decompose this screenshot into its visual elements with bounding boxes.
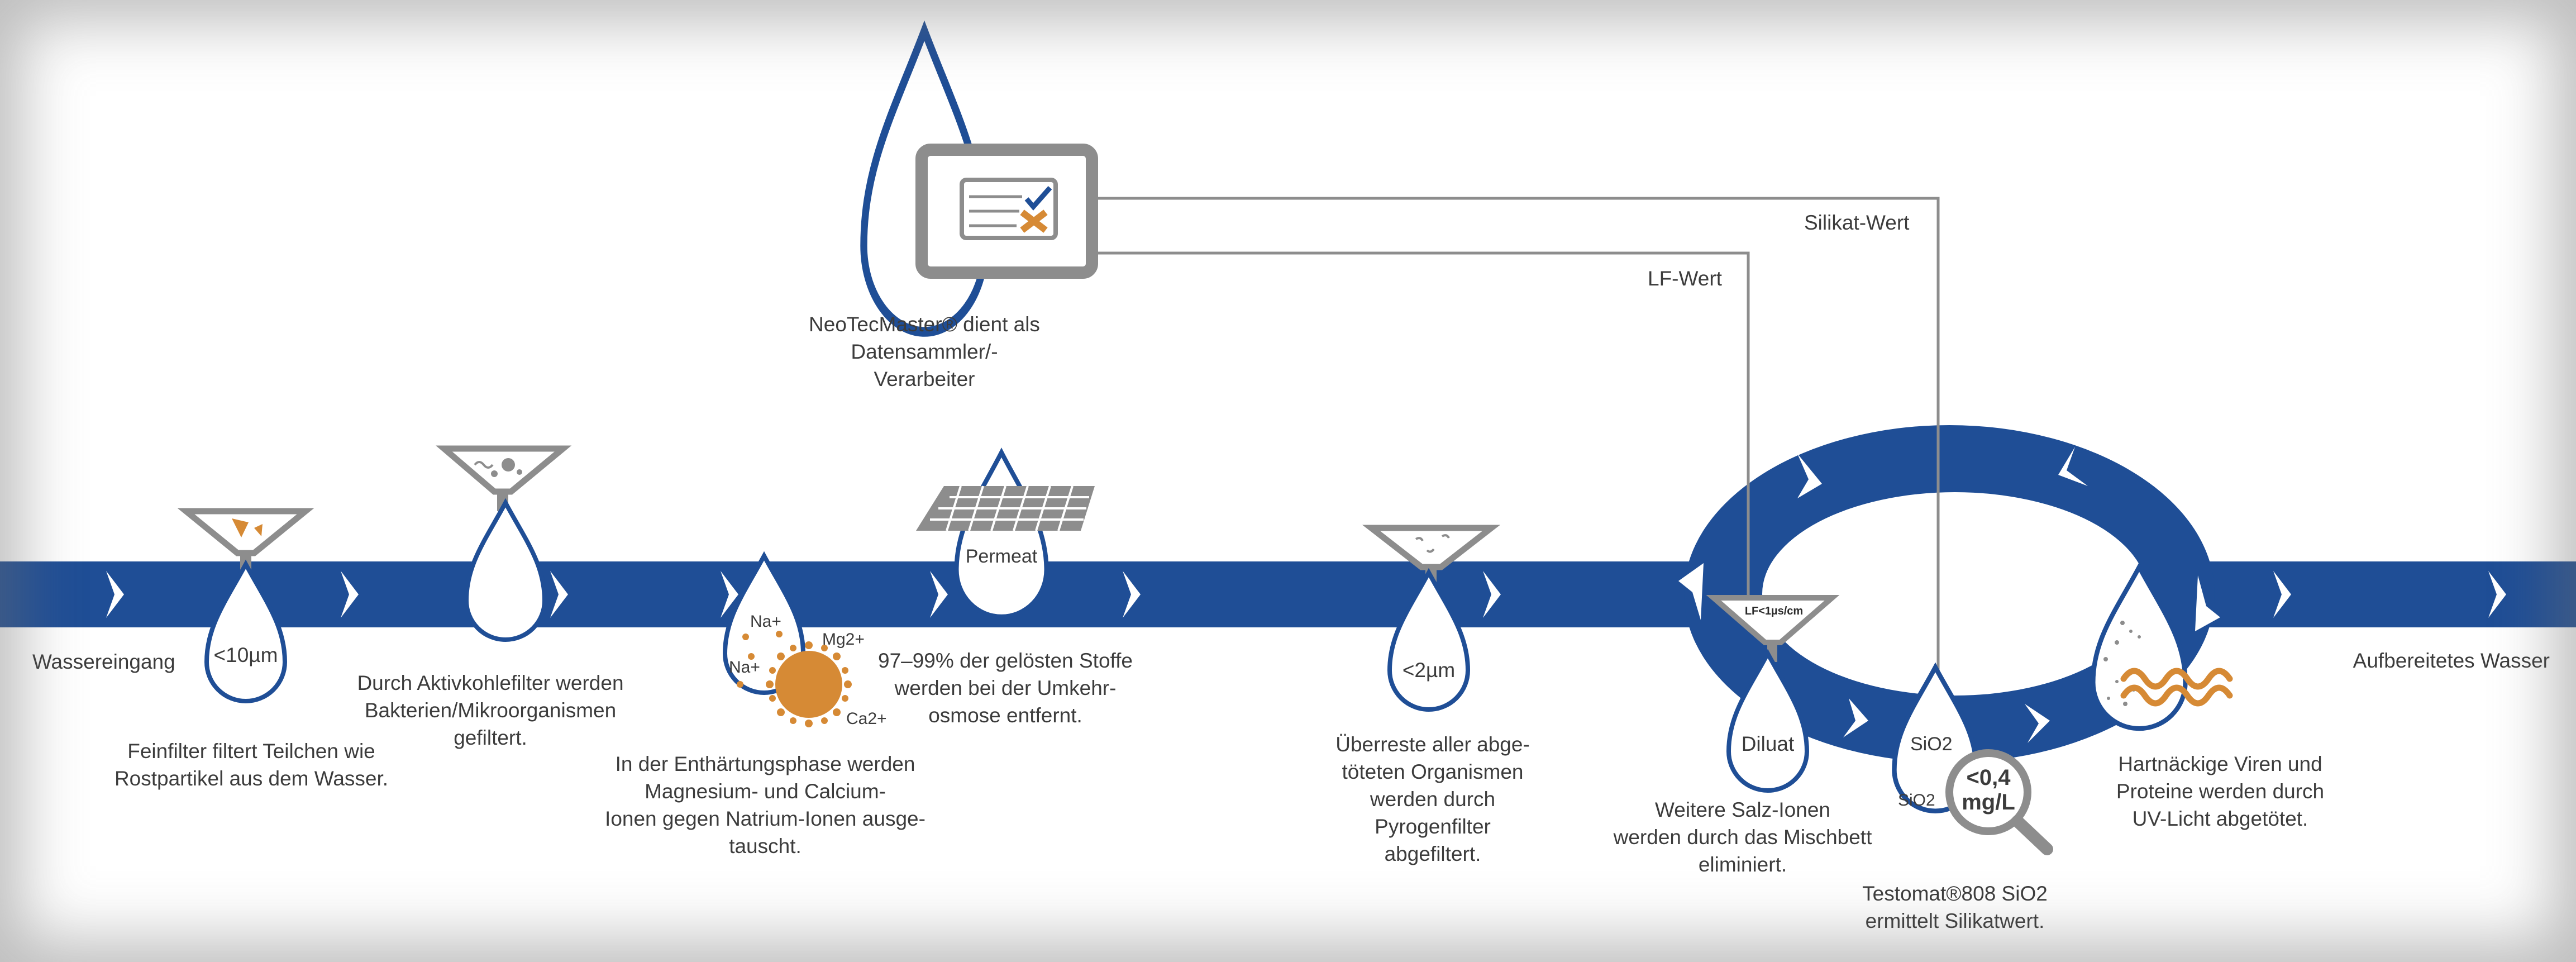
label-permeat: Permeat: [965, 546, 1038, 567]
label-diluat: Diluat: [1741, 732, 1795, 755]
label-ion-na1: Na+: [750, 612, 781, 631]
label-feinfilter-desc: Feinfilter filtert Teilchen wie Rostpart…: [114, 740, 389, 790]
membrane-grid: [916, 485, 1095, 531]
mixed-bed-loop-inner: [1762, 492, 2148, 696]
label-enthaertung-desc: In der Enthärtungsphase werden Magnesium…: [605, 753, 926, 858]
label-lf-sensor: LF<1µs/cm: [1744, 605, 1804, 617]
uv-wave-icon: [2120, 668, 2233, 707]
label-silikat-wert: Silikat-Wert: [1804, 211, 1910, 234]
label-testomat-desc: Testomat®808 SiO2 ermittelt Silikatwert.: [1862, 882, 2048, 932]
calcium-magnesium-particle: [737, 631, 852, 727]
flow-arrows: [106, 447, 2506, 743]
silikat-signal-line: [1095, 197, 1940, 715]
label-ion-ca: Ca2+: [846, 709, 887, 728]
activated-carbon-drop: [466, 503, 545, 640]
label-uv-desc: Hartnäckige Viren und Proteine werden du…: [2116, 753, 2325, 830]
label-wassereingang: Wassereingang: [32, 650, 175, 673]
label-pyrogen-desc: Überreste aller abge- töteten Organismen…: [1335, 733, 1530, 865]
label-pyrogen-size: <2µm: [1402, 659, 1456, 682]
label-ion-mg: Mg2+: [822, 630, 865, 649]
reverse-osmosis-drop: [957, 453, 1047, 617]
activated-carbon-funnel: [436, 445, 572, 511]
label-mischbett-desc: Weitere Salz-Ionen werden durch das Misc…: [1613, 798, 1872, 876]
label-feinfilter-size: <10µm: [213, 644, 278, 666]
label-sio2-a: SiO2: [1910, 734, 1953, 755]
magnifier-icon: [1945, 749, 2053, 855]
label-sio2-b: SiO2: [1898, 791, 1935, 809]
label-neotec-desc: NeoTecMaster® dient als Datensammler/-Ve…: [809, 313, 1040, 390]
label-lf-wert: LF-Wert: [1648, 267, 1722, 290]
neotecmaster-device: [915, 144, 1098, 279]
label-ion-na2: Na+: [729, 658, 760, 677]
label-aktivkohle-desc: Durch Aktivkohlefilter werden Bakterien/…: [357, 672, 624, 749]
label-aufbereitet: Aufbereitetes Wasser: [2353, 649, 2550, 672]
lf-signal-line: [1095, 251, 1750, 612]
label-umkehrosmose-desc: 97–99% der gelösten Stoffe werden bei de…: [878, 649, 1133, 727]
label-sio2-value: <0,4 mg/L: [1962, 765, 2015, 815]
